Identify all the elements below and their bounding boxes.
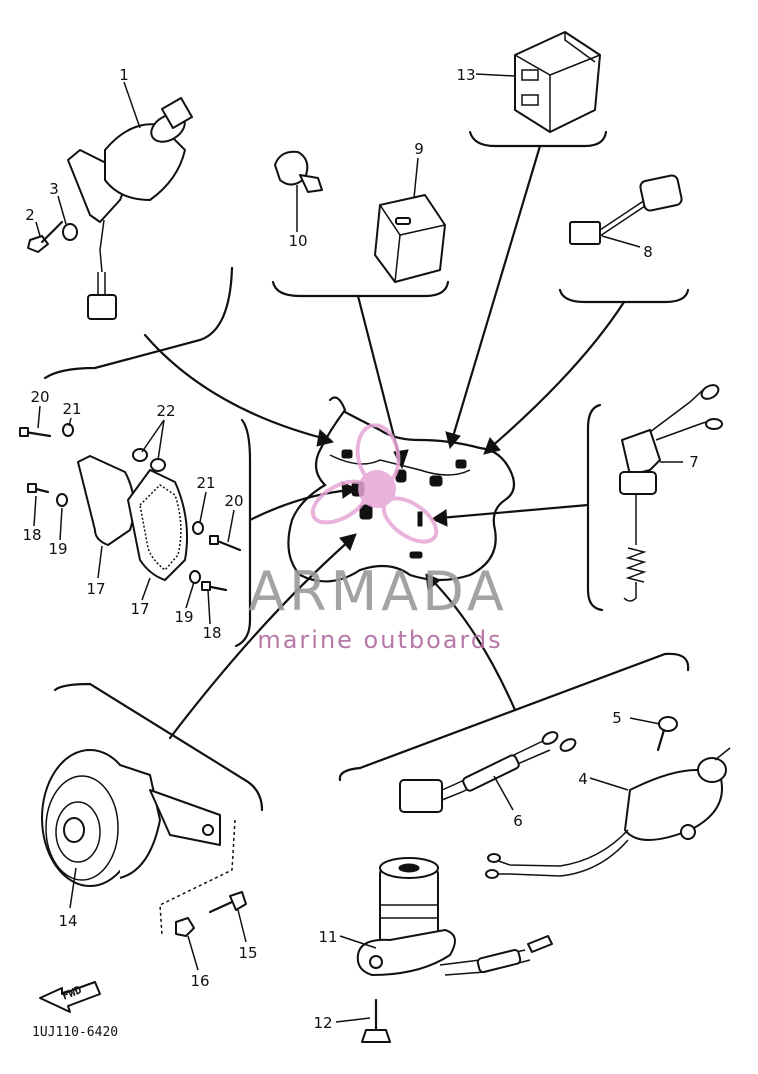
bracket-connector-group bbox=[558, 288, 690, 304]
callout-16: 16 bbox=[190, 972, 209, 990]
frame-outline bbox=[287, 396, 516, 583]
bracket-horn-group bbox=[53, 682, 264, 812]
mount-point bbox=[409, 551, 423, 559]
group-brackets bbox=[43, 130, 690, 936]
callout-2: 2 bbox=[25, 206, 35, 224]
callout-21a: 21 bbox=[62, 400, 81, 418]
bolt-2 bbox=[27, 220, 64, 253]
arrowhead bbox=[341, 481, 357, 499]
callout-17a: 17 bbox=[86, 580, 105, 598]
arrowhead bbox=[425, 573, 441, 591]
callout-17b: 17 bbox=[130, 600, 149, 618]
bracket-switch-group bbox=[586, 403, 604, 612]
callout-21b: 21 bbox=[196, 474, 215, 492]
callout-leaders bbox=[33, 73, 683, 1023]
leader-switch bbox=[438, 503, 590, 520]
leader-connector bbox=[488, 300, 626, 450]
screw-5 bbox=[656, 716, 678, 752]
mount-point bbox=[359, 504, 373, 520]
lead-wire-part bbox=[399, 731, 577, 813]
leader-ignition bbox=[143, 333, 332, 442]
leader-rectifier bbox=[450, 144, 542, 442]
forward-marker: FWD bbox=[39, 981, 101, 1013]
callout-3: 3 bbox=[49, 180, 59, 198]
callout-18a: 18 bbox=[22, 526, 41, 544]
mount-point bbox=[417, 511, 423, 527]
clamp-part bbox=[274, 150, 323, 193]
callout-11: 11 bbox=[318, 928, 337, 946]
callout-13: 13 bbox=[456, 66, 475, 84]
callout-20a: 20 bbox=[30, 388, 49, 406]
small-hardware bbox=[19, 423, 242, 592]
connector-part bbox=[569, 174, 683, 245]
bracket-ignition-group bbox=[43, 266, 234, 380]
arrowhead bbox=[445, 431, 461, 450]
leader-horn bbox=[168, 538, 352, 740]
watermark-tagline: marine outboards bbox=[257, 626, 502, 654]
ignition-switch-part bbox=[67, 96, 194, 320]
leader-starter bbox=[430, 578, 517, 712]
callout-6: 6 bbox=[513, 812, 523, 830]
callout-10: 10 bbox=[288, 232, 307, 250]
bracket-reflector-group bbox=[234, 418, 252, 648]
callout-19a: 19 bbox=[48, 540, 67, 558]
callout-22: 22 bbox=[156, 402, 175, 420]
neutral-switch-part bbox=[619, 384, 723, 602]
callout-4: 4 bbox=[578, 770, 588, 788]
frame-body bbox=[287, 396, 516, 583]
arrowhead bbox=[339, 533, 357, 551]
callout-numbers: 1 2 3 4 5 6 7 8 9 10 11 12 13 14 15 16 1… bbox=[22, 66, 698, 1032]
reflector-parts bbox=[77, 455, 189, 581]
watermark-logo bbox=[310, 423, 439, 544]
nut-16 bbox=[175, 917, 195, 937]
part-code: 1UJ110-6420 bbox=[32, 1025, 118, 1040]
starter-solenoid-part bbox=[485, 747, 731, 879]
bracket-starter-group bbox=[338, 652, 690, 782]
ignition-wire bbox=[99, 219, 105, 273]
callout-14: 14 bbox=[58, 912, 77, 930]
callout-5: 5 bbox=[612, 709, 622, 727]
rectifier-part bbox=[514, 31, 601, 133]
mount-point bbox=[341, 449, 353, 459]
callout-15: 15 bbox=[238, 944, 257, 962]
bolt-12 bbox=[361, 998, 391, 1043]
ignition-key bbox=[160, 96, 194, 130]
starter-motor-part bbox=[356, 857, 553, 976]
bracket-relay-group bbox=[271, 280, 450, 298]
relay-part bbox=[374, 194, 446, 283]
horn-part bbox=[41, 749, 221, 887]
bracket-horn-hardware bbox=[159, 819, 236, 936]
mount-point bbox=[455, 459, 467, 469]
bolt-15 bbox=[208, 891, 247, 914]
ignition-body bbox=[104, 123, 186, 201]
callout-9: 9 bbox=[414, 140, 424, 158]
callout-19b: 19 bbox=[174, 608, 193, 626]
arrowhead bbox=[430, 509, 448, 527]
callout-20b: 20 bbox=[224, 492, 243, 510]
callout-1: 1 bbox=[119, 66, 129, 84]
bracket-rectifier-group bbox=[468, 130, 608, 148]
washer-3 bbox=[62, 223, 78, 241]
ignition-plug bbox=[87, 294, 117, 320]
mount-point bbox=[429, 475, 443, 487]
leader-reflector bbox=[248, 488, 352, 522]
callout-18b: 18 bbox=[202, 624, 221, 642]
leader-relay bbox=[356, 294, 402, 462]
callout-12: 12 bbox=[313, 1014, 332, 1032]
callout-7: 7 bbox=[689, 453, 699, 471]
callout-8: 8 bbox=[643, 243, 653, 261]
watermark-brand: ARMADA bbox=[248, 560, 508, 623]
